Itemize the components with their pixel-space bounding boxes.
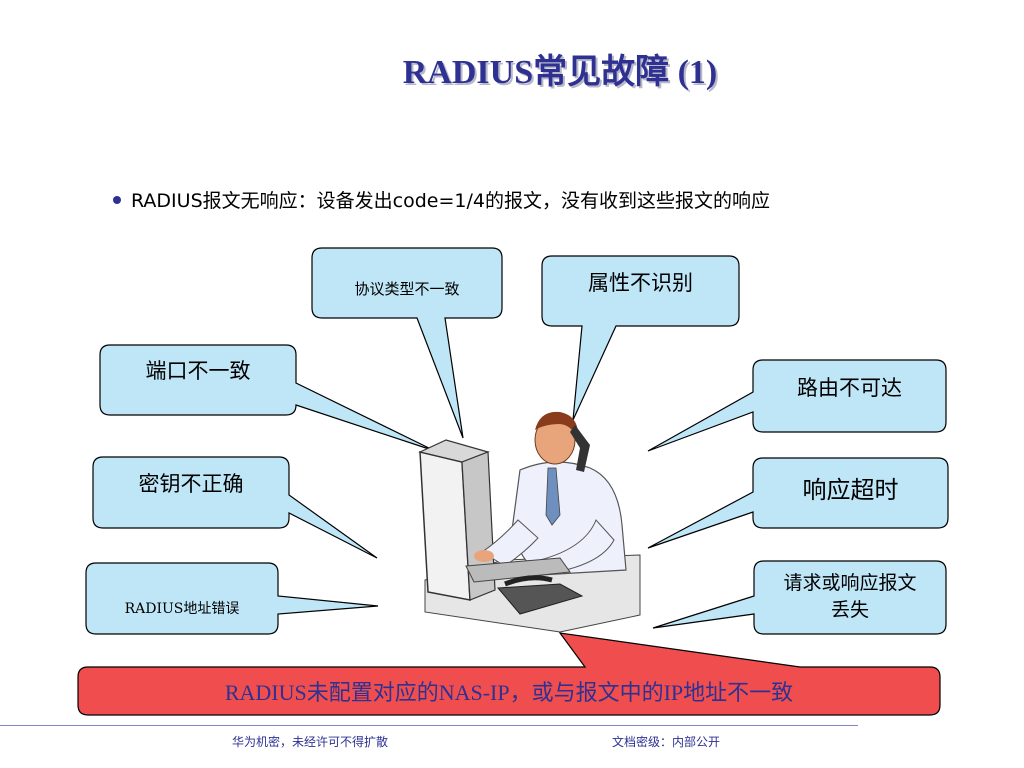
callout-key-shape: [92, 456, 378, 559]
callout-packet-loss: 请求或响应报文丢失: [754, 570, 946, 624]
callout-key-text: 密钥不正确: [138, 472, 244, 496]
callout-port-text: 端口不一致: [145, 359, 251, 383]
callout-route-text: 路由不可达: [797, 376, 902, 400]
callout-address-shape: [85, 562, 379, 635]
callout-route-shape: [647, 359, 947, 452]
callout-port: 端口不一致: [100, 355, 296, 385]
callout-address-text: RADIUS地址错误: [124, 601, 240, 617]
nas-ip-banner: RADIUS未配置对应的NAS-IP，或与报文中的IP地址不一致: [78, 667, 940, 715]
bullet-text: RADIUS报文无响应：设备发出code=1/4的报文，没有收到这些报文的响应: [131, 190, 770, 212]
callout-port-shape: [99, 344, 436, 452]
callout-attribute-shape: [541, 255, 740, 421]
footer-divider: [0, 725, 858, 726]
callout-attribute-text: 属性不识别: [588, 271, 693, 295]
callout-protocol-type: 协议类型不一致: [312, 278, 502, 299]
callout-timeout-text: 响应超时: [802, 476, 899, 504]
callout-route: 路由不可达: [753, 372, 946, 402]
callout-protocol-type-text: 协议类型不一致: [354, 280, 460, 298]
footer-confidential: 华为机密，未经许可不得扩散: [232, 735, 389, 749]
callout-address: RADIUS地址错误: [86, 598, 278, 618]
banner-text: RADIUS未配置对应的NAS-IP，或与报文中的IP地址不一致: [224, 680, 794, 705]
callout-packet-loss-shape: [652, 560, 947, 635]
callout-timeout: 响应超时: [753, 470, 948, 505]
callout-timeout-shape: [647, 457, 949, 549]
slide-title: RADIUS常见故障 (1): [402, 54, 718, 91]
person-at-computer-icon: [418, 411, 641, 633]
footer-classification: 文档密级：内部公开: [612, 735, 721, 749]
bullet-item: RADIUS报文无响应：设备发出code=1/4的报文，没有收到这些报文的响应: [113, 186, 770, 213]
bullet-dot-icon: [113, 195, 121, 204]
callout-protocol-type-shape: [311, 247, 503, 439]
callout-attribute: 属性不识别: [542, 267, 739, 297]
callout-packet-loss-text: 请求或响应报文丢失: [783, 572, 917, 621]
banner-shape: [77, 632, 941, 716]
callout-key: 密钥不正确: [93, 468, 289, 498]
